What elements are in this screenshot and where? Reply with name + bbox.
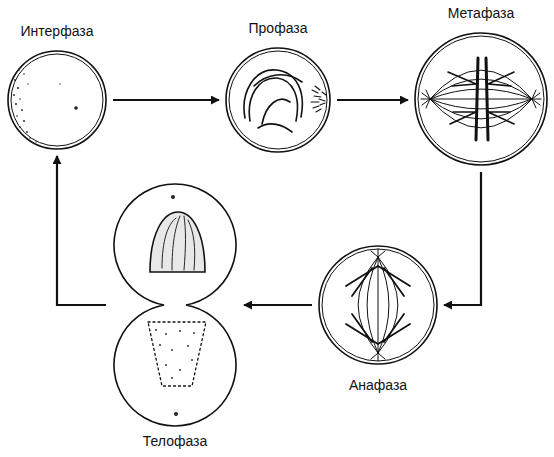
phase-arrow <box>244 304 312 306</box>
cell-outline <box>225 47 331 153</box>
phase-label: Анафаза <box>349 377 407 394</box>
phase-arrow <box>57 156 106 305</box>
anaphase-cell: Анафаза <box>318 245 438 365</box>
phase-label: Интерфаза <box>21 23 94 40</box>
phase-label: Телофаза <box>143 433 208 450</box>
telophase-cell: Телофаза <box>112 183 238 427</box>
phase-label: Метафаза <box>448 5 515 22</box>
prophase-cell: Профаза <box>225 47 331 153</box>
phase-arrow <box>444 172 481 305</box>
interphase-cell: Интерфаза <box>7 50 107 150</box>
phase-arrow <box>337 99 408 101</box>
cell-outline <box>112 183 238 427</box>
phase-label: Профаза <box>249 20 308 37</box>
cell-outline <box>7 50 107 150</box>
phase-arrow <box>113 99 219 101</box>
cell-outline <box>414 32 548 166</box>
metaphase-cell: Метафаза <box>414 32 548 166</box>
cell-outline <box>318 245 438 365</box>
